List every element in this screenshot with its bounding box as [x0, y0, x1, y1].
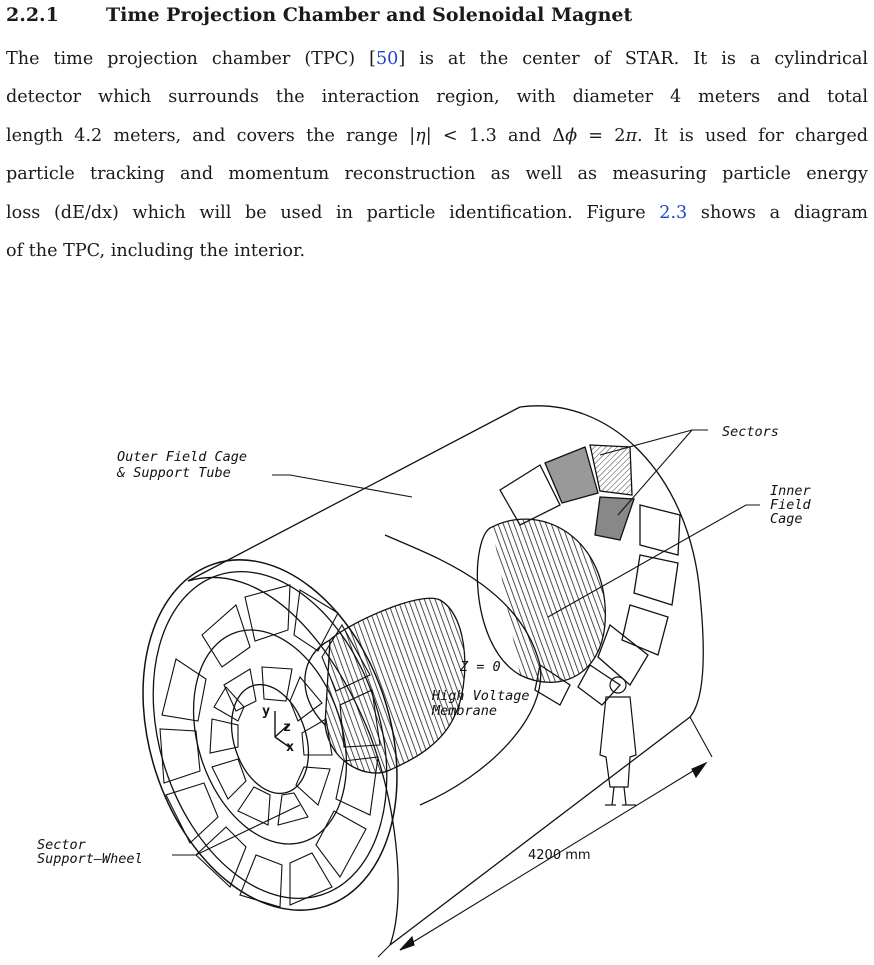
paragraph-line-3: length 4.2 meters, and covers the range …: [6, 117, 868, 155]
length-dimension: [377, 716, 713, 958]
citation-link[interactable]: 50: [375, 49, 399, 69]
label-high-voltage: High Voltage: [431, 688, 530, 704]
paragraph-line-6: of the TPC, including the interior.: [6, 241, 306, 262]
tpc-diagram: Outer Field Cage & Support Tube Sectors …: [37, 405, 812, 958]
label-axis-x: x: [286, 739, 294, 755]
leader-lines: [172, 429, 760, 856]
paragraph-line-2: detector which surrounds the interaction…: [6, 87, 868, 108]
label-length: 4200 mm: [528, 848, 591, 863]
section-title: Time Projection Chamber and Solenoidal M…: [106, 4, 633, 26]
text-run: length 4.2 meters, and covers the range …: [6, 125, 416, 146]
paragraph-line-5: loss (dE/dx) which will be used in parti…: [6, 194, 868, 232]
label-axis-y: y: [262, 703, 270, 719]
paragraph-line-4: particle tracking and momentum reconstru…: [6, 164, 868, 185]
sector-support-wheel: [142, 559, 398, 911]
text-run: shows a diagram: [687, 202, 868, 223]
label-support-tube: & Support Tube: [116, 465, 231, 481]
label-inner-3: Cage: [770, 511, 803, 527]
label-axis-z: z: [283, 719, 291, 735]
label-inner-2: Field: [770, 497, 812, 513]
body-paragraph: The time projection chamber (TPC) [50] i…: [6, 40, 868, 270]
text-run: = 2: [577, 125, 626, 146]
text-run: . It is used for charged: [637, 125, 868, 146]
math-phi: ϕ: [565, 125, 578, 146]
figure-link[interactable]: 2.3: [659, 202, 688, 223]
label-outer-field-cage: Outer Field Cage: [117, 449, 247, 465]
text-run: loss (dE/dx) which will be used in parti…: [6, 202, 660, 223]
text-run: | < 1.3 and Δ: [425, 125, 566, 146]
math-eta: η: [415, 125, 426, 146]
label-z0: Z = 0: [459, 659, 501, 675]
section-heading: 2.2.1 Time Projection Chamber and Solenoi…: [6, 4, 632, 26]
text-run: ] is at the center of STAR. It is a cyli…: [398, 49, 868, 69]
label-sector: Sector: [37, 837, 87, 853]
math-pi: π: [625, 125, 638, 146]
text-run: The time projection chamber (TPC) [: [6, 49, 376, 69]
person-scale-figure: [599, 676, 637, 806]
high-voltage-membrane: [384, 534, 542, 806]
label-sectors: Sectors: [722, 424, 779, 440]
paragraph-line-1: The time projection chamber (TPC) [50] i…: [6, 40, 868, 78]
label-inner-1: Inner: [770, 483, 812, 499]
coordinate-axes: [274, 711, 293, 750]
label-membrane: Membrane: [431, 703, 497, 719]
inner-field-cage: [476, 518, 606, 683]
label-support-wheel: Support–Wheel: [37, 851, 143, 867]
section-number: 2.2.1: [6, 4, 59, 26]
